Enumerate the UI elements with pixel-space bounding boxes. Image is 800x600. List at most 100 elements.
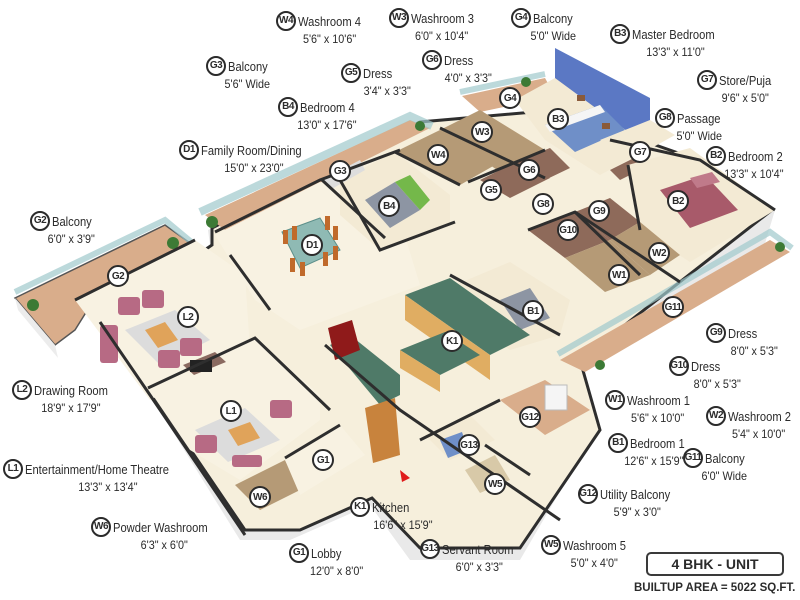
badge-g5: G5 — [341, 63, 361, 83]
entry-arrow-icon — [400, 470, 410, 482]
badge-b2: B2 — [706, 146, 726, 166]
onplan-badge-w3: W3 — [471, 121, 493, 143]
unit-type-box: 4 BHK - UNIT — [646, 552, 784, 576]
room-dim-g1: 12'0" x 8'0" — [309, 564, 364, 578]
room-name-k1: Kitchen — [372, 499, 410, 515]
room-dim-b2: 13'3" x 10'4" — [724, 167, 784, 181]
room-dim-b1: 12'6" x 15'9" — [624, 454, 684, 468]
onplan-badge-w5: W5 — [484, 473, 506, 495]
room-name-b2: Bedroom 2 — [728, 148, 783, 164]
badge-w1: W1 — [605, 390, 625, 410]
room-dim-g9: 8'0" x 5'3" — [730, 344, 778, 358]
badge-g7: G7 — [697, 70, 717, 90]
onplan-badge-g5: G5 — [480, 179, 502, 201]
onplan-badge-w6: W6 — [249, 486, 271, 508]
room-name-w6: Powder Washroom — [113, 519, 208, 535]
room-name-g3: Balcony — [228, 58, 268, 74]
onplan-badge-b4: B4 — [378, 195, 400, 217]
badge-w5: W5 — [541, 535, 561, 555]
room-dim-w4: 5'6" x 10'6" — [302, 32, 357, 46]
room-name-g10: Dress — [691, 358, 721, 374]
room-name-g7: Store/Puja — [719, 72, 772, 88]
badge-g13: G13 — [420, 539, 440, 559]
room-dim-w2: 5'4" x 10'0" — [731, 427, 786, 441]
room-dim-w5: 5'0" x 4'0" — [570, 556, 619, 570]
room-name-g12: Utility Balcony — [600, 486, 671, 502]
room-b2-bedroom-2 — [628, 148, 775, 262]
room-dim-w3: 6'0" x 10'4" — [414, 29, 469, 43]
onplan-badge-g13: G13 — [458, 434, 480, 456]
room-name-w5: Washroom 5 — [563, 537, 626, 553]
room-dim-k1: 16'6" x 15'9" — [373, 518, 433, 532]
badge-l1: L1 — [3, 459, 23, 479]
room-dim-b3: 13'3" x 11'0" — [645, 45, 705, 59]
badge-b1: B1 — [608, 433, 628, 453]
room-name-g5: Dress — [363, 65, 393, 81]
room-name-b1: Bedroom 1 — [630, 435, 685, 451]
room-dim-g3: 5'6" Wide — [224, 77, 270, 91]
badge-g1: G1 — [289, 543, 309, 563]
badge-g2: G2 — [30, 211, 50, 231]
onplan-badge-g9: G9 — [588, 200, 610, 222]
room-dim-g13: 6'0" x 3'3" — [455, 560, 504, 574]
onplan-badge-b2: B2 — [667, 190, 689, 212]
room-dim-b4: 13'0" x 17'6" — [297, 118, 357, 132]
onplan-badge-g8: G8 — [532, 193, 554, 215]
onplan-badge-g3: G3 — [329, 160, 351, 182]
room-dim-d1: 15'0" x 23'0" — [223, 161, 284, 175]
room-name-g4: Balcony — [533, 10, 573, 26]
onplan-badge-g4: G4 — [499, 87, 521, 109]
badge-g3: G3 — [206, 56, 226, 76]
room-name-g8: Passage — [677, 110, 721, 126]
balcony-g3 — [198, 111, 434, 230]
badge-w4: W4 — [276, 11, 296, 31]
room-name-g2: Balcony — [52, 213, 92, 229]
badge-k1: K1 — [350, 497, 370, 517]
badge-l2: L2 — [12, 380, 32, 400]
onplan-badge-d1: D1 — [301, 234, 323, 256]
onplan-badge-g7: G7 — [629, 141, 651, 163]
room-dim-g5: 3'4" x 3'3" — [363, 84, 411, 98]
onplan-badge-w1: W1 — [608, 264, 630, 286]
room-name-l2: Drawing Room — [34, 382, 108, 398]
room-dim-g11: 6'0" Wide — [701, 469, 747, 483]
room-dim-w6: 6'3" x 6'0" — [140, 538, 188, 552]
onplan-badge-g12: G12 — [519, 406, 541, 428]
badge-b4: B4 — [278, 97, 298, 117]
room-dim-g6: 4'0" x 3'3" — [444, 71, 492, 85]
onplan-badge-l1: L1 — [220, 400, 242, 422]
badge-g11: G11 — [683, 448, 703, 468]
onplan-badge-k1: K1 — [441, 330, 463, 352]
room-name-g11: Balcony — [705, 450, 745, 466]
room-name-g1: Lobby — [311, 545, 342, 561]
room-name-g6: Dress — [444, 52, 474, 68]
badge-g8: G8 — [655, 108, 675, 128]
badge-g10: G10 — [669, 356, 689, 376]
onplan-badge-l2: L2 — [177, 306, 199, 328]
builtup-area: BUILTUP AREA = 5022 SQ.FT. — [634, 582, 796, 594]
badge-d1: D1 — [179, 140, 199, 160]
badge-g9: G9 — [706, 323, 726, 343]
